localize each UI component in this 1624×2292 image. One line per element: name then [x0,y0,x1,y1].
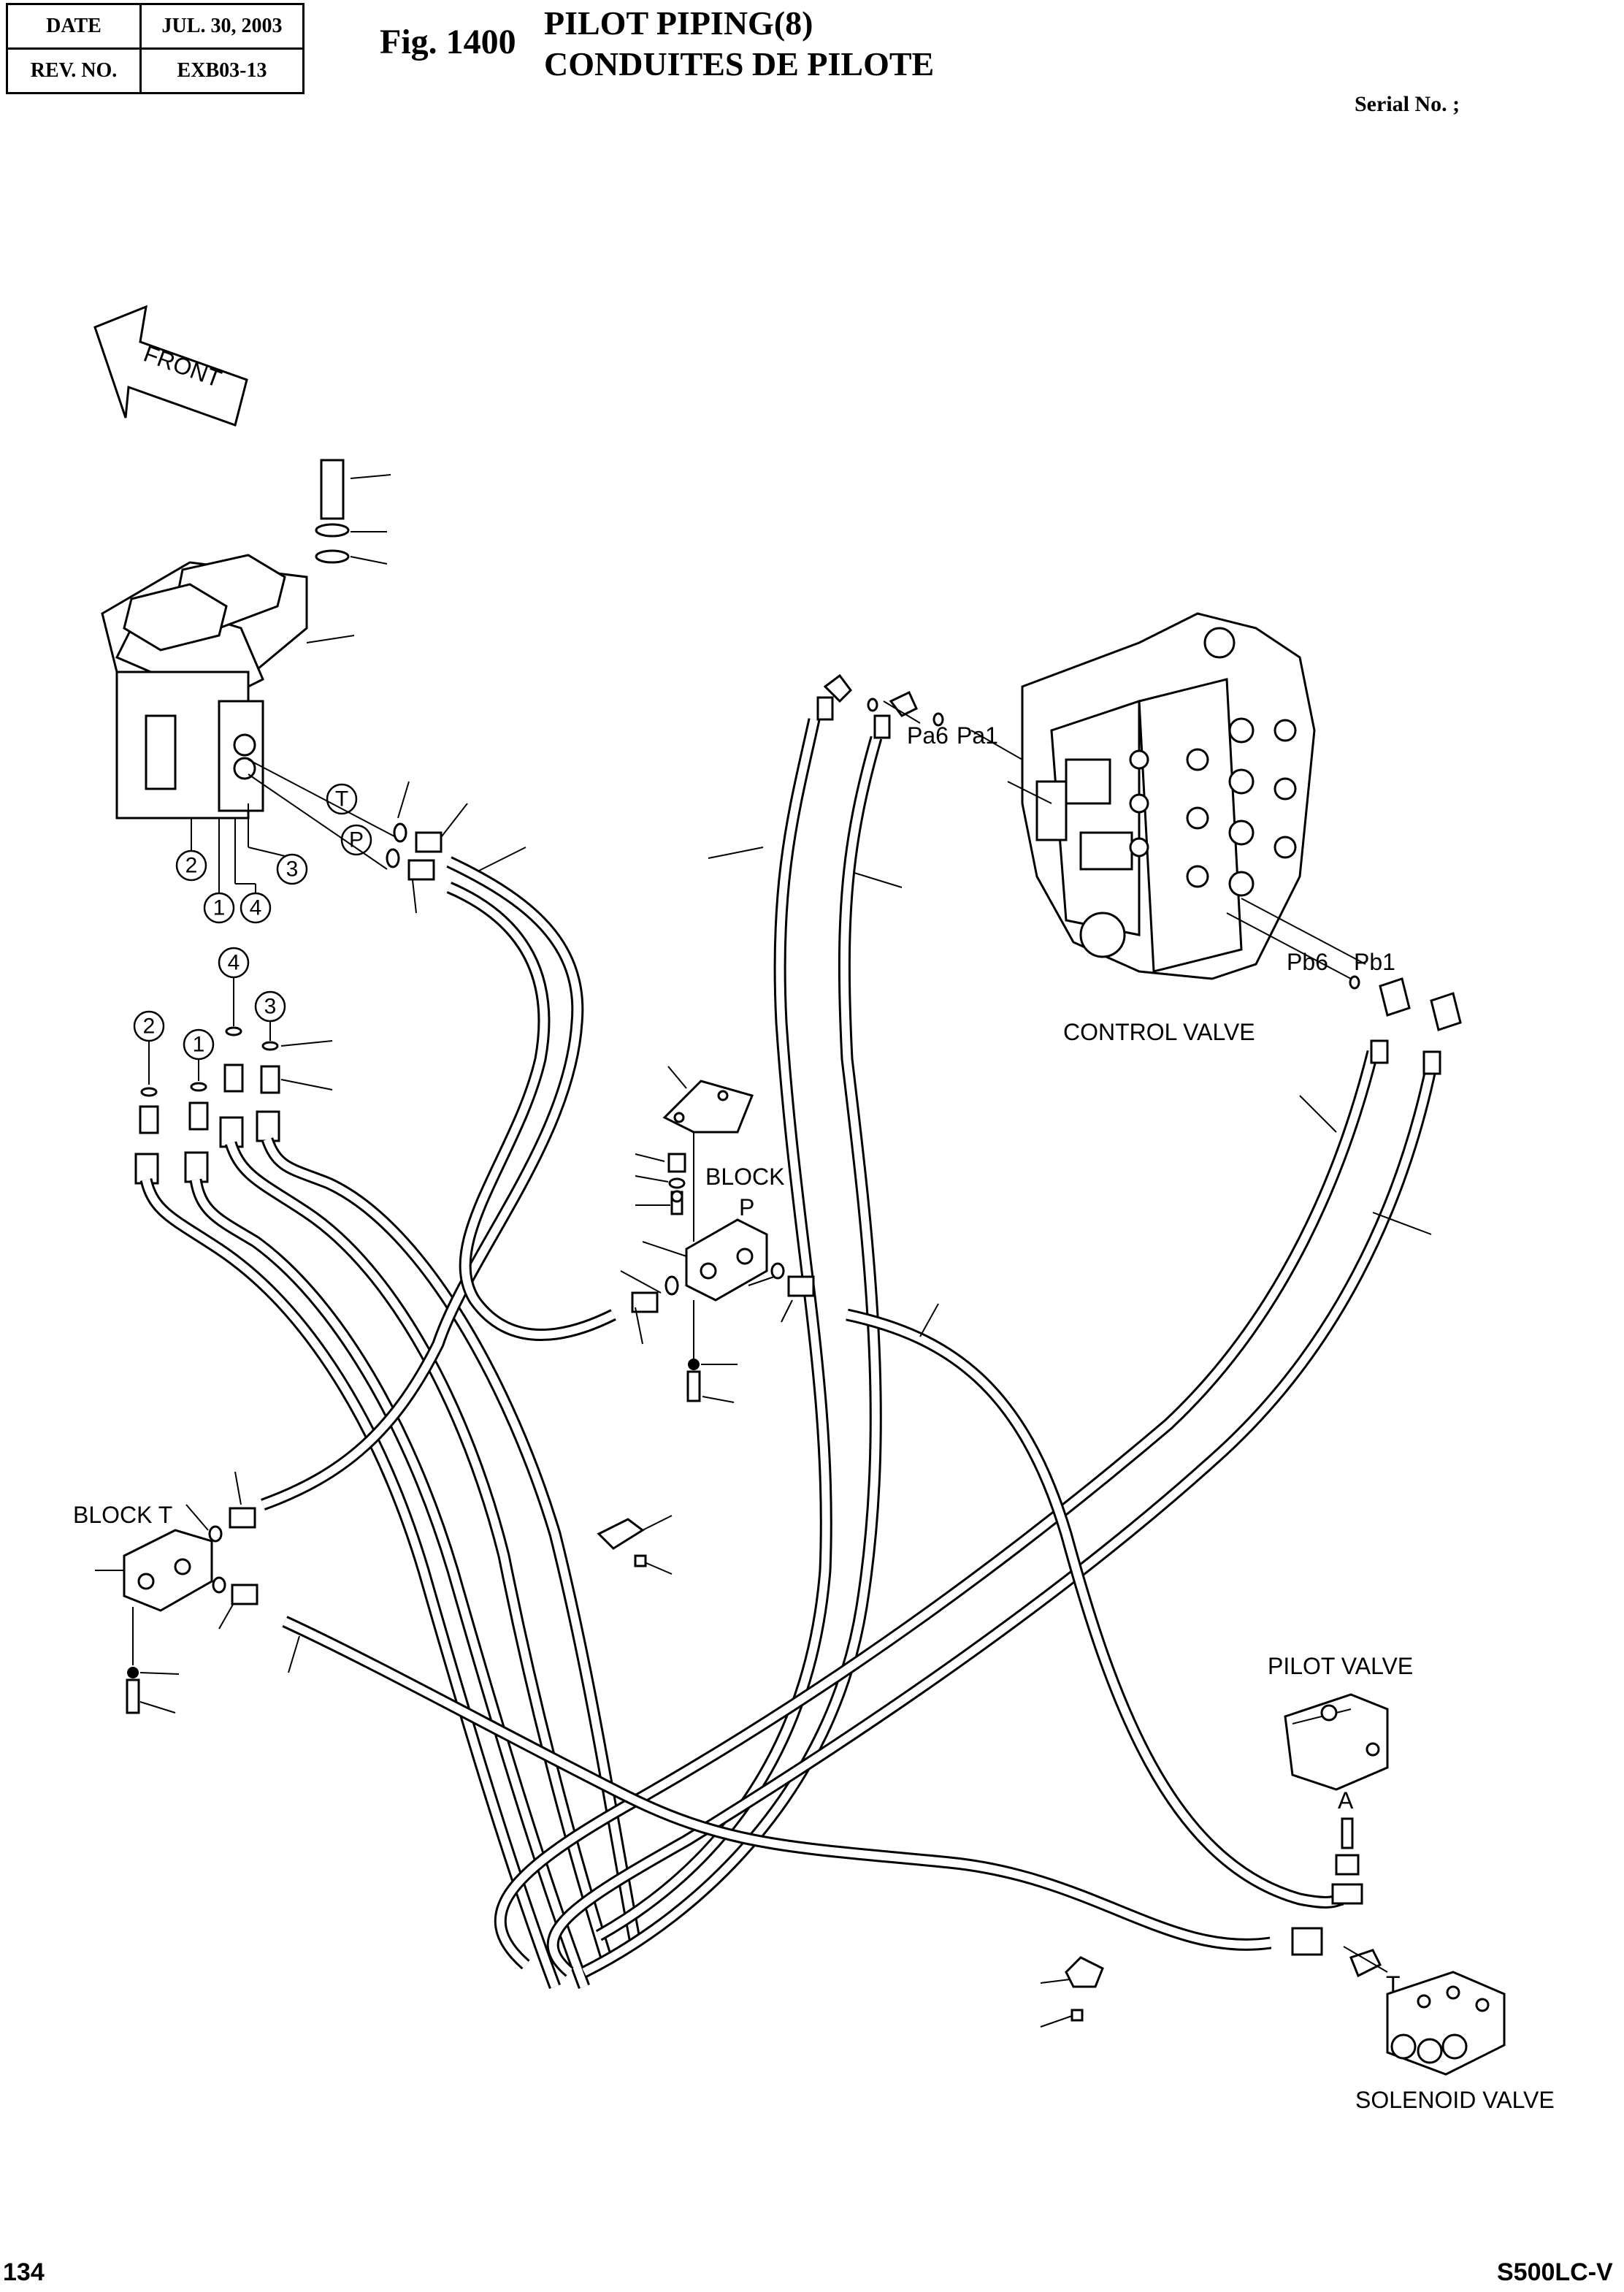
hose-block-p-to-pilot-valve [846,1308,1344,1909]
title-line-1: PILOT PIPING(8) [544,4,813,42]
svg-text:2: 2 [185,854,198,878]
callout-2-lower: 2 [133,1010,165,1042]
svg-text:3: 3 [286,857,299,882]
block-t-label: BLOCK T [73,1502,172,1528]
serial-number: Serial No. ; [1355,92,1460,116]
clamp-lower-icon [1040,1956,1104,2028]
pilot-valve-label: PILOT VALVE [1268,1653,1413,1679]
port-t-callout: T [326,783,358,815]
hose-block-t-to-solenoid [282,1616,1272,1951]
svg-text:1: 1 [193,1033,205,1057]
port-pb6-label: Pb6 [1287,949,1328,975]
remote-control-valve-icon [101,459,391,820]
block-p-label: BLOCK [705,1164,784,1190]
callout-2-upper: 2 [175,849,207,882]
control-valve-label: CONTROL VALVE [1063,1019,1255,1045]
date-value: JUL. 30, 2003 [139,3,304,50]
control-valve-icon [1021,612,1316,980]
figure-number: Fig. 1400 [380,23,516,61]
solenoid-valve-port-t: T [1386,1971,1401,1998]
hose-control-valve-pb [494,1050,1438,1977]
port-p-callout: P [340,824,372,856]
hose-rcv-ports [261,856,616,1510]
model-number: S500LC-V [1497,2258,1613,2286]
callout-4-upper: 4 [240,892,272,924]
callout-3-lower: 3 [254,990,286,1023]
rev-label: REV. NO. [6,47,142,94]
port-pa1-label: Pa1 [957,722,998,749]
rev-value: EXB03-13 [139,47,304,94]
callout-3-upper: 3 [276,853,308,885]
port-pa6-label: Pa6 [907,722,949,749]
solenoid-valve-icon [1291,1927,1506,2076]
pilot-valve-port-a: A [1338,1787,1354,1814]
elbow-fittings-pb-icon [1226,898,1462,1075]
port-pb1-label: Pb1 [1354,949,1395,975]
clamp-upper-icon [597,1515,673,1575]
page-number: 134 [3,2258,45,2286]
title-line-2: CONDUITES DE PILOTE [544,45,935,83]
solenoid-valve-label: SOLENOID VALVE [1355,2087,1555,2113]
elbow-fittings-pa-icon [816,673,1052,804]
rcv-fitting-icon [386,781,526,914]
header-table: DATE JUL. 30, 2003 REV. NO. EXB03-13 [6,3,304,94]
block-t-icon [95,1471,300,1714]
svg-text:4: 4 [250,896,262,920]
svg-text:2: 2 [143,1015,156,1039]
date-label: DATE [6,3,142,50]
port-t-text: T [335,787,348,811]
svg-text:4: 4 [228,951,240,975]
figure-title: PILOT PIPING(8) CONDUITES DE PILOTE [544,3,934,85]
callout-4-lower: 4 [218,947,250,979]
callout-1-lower: 1 [183,1028,215,1061]
hose-adapters-icon [134,1026,280,1185]
svg-text:3: 3 [264,995,277,1019]
front-arrow-icon: FRONT [93,305,248,427]
hose-control-valve-pa [581,718,883,1978]
hose-group-rcv [139,1137,642,1989]
block-p-icon [620,1066,815,1403]
svg-text:1: 1 [213,896,226,920]
pilot-valve-icon [1284,1693,1389,1905]
callout-1-upper: 1 [203,892,235,924]
block-p-suffix: P [739,1194,754,1221]
